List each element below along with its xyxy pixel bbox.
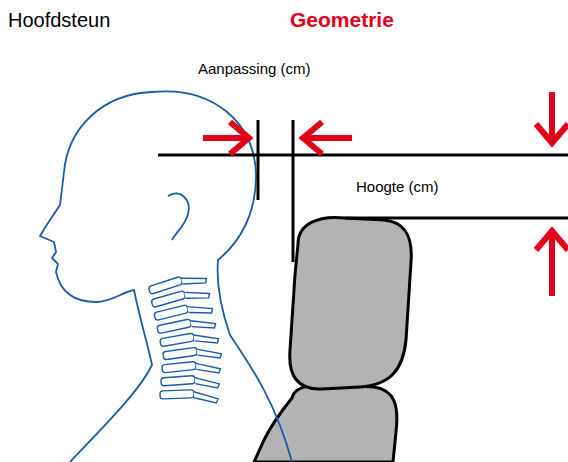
vertebra	[151, 291, 186, 308]
spinous-process	[197, 346, 222, 361]
spinous-process	[194, 391, 218, 404]
vertebra	[160, 390, 194, 399]
dimension-label: Hoogte (cm)	[356, 178, 439, 195]
dimension-lines	[158, 120, 568, 262]
head-restraint	[290, 217, 412, 389]
vertebra	[154, 305, 189, 321]
spinous-process	[181, 271, 208, 290]
cervical-spine	[148, 269, 222, 405]
figure-label: Hoofdsteun	[8, 9, 110, 32]
spinous-process	[190, 316, 216, 333]
vertebra	[163, 347, 198, 360]
spinous-process	[196, 361, 221, 375]
spinous-process	[194, 331, 220, 347]
dimension-arrows	[203, 92, 568, 296]
spinous-process	[184, 286, 210, 304]
spinous-process	[187, 301, 213, 318]
spinous-process	[195, 376, 220, 390]
seat-back	[254, 384, 397, 462]
vertebra	[157, 319, 192, 334]
vertebra	[162, 361, 197, 373]
dimension-label: Aanpassing (cm)	[198, 60, 311, 77]
head-outline	[40, 91, 292, 462]
vertebra	[160, 333, 195, 347]
vertebra	[161, 376, 195, 386]
diagram-title: Geometrie	[290, 8, 394, 32]
